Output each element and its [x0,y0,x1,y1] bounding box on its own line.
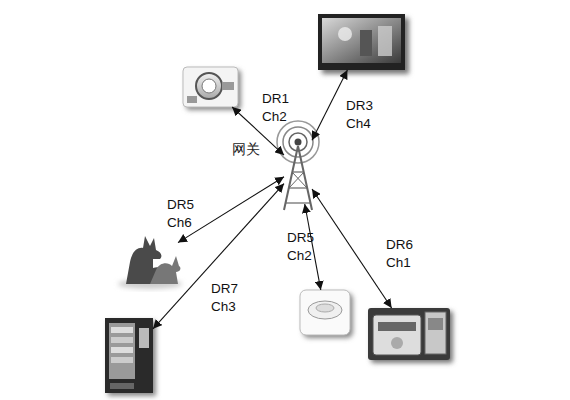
water-meter-illustration [183,67,241,110]
node-label: 网关 [232,140,260,158]
link-arrow [305,204,321,290]
water-meter-device [183,67,238,107]
smoke-detector-illustration [300,290,353,338]
electric-meter-illustration [368,308,453,363]
electric-meter-device [368,308,450,360]
dog-illustration [118,236,182,289]
link-label: DR5 Ch6 [167,196,201,232]
smoke-detector-device [300,290,350,335]
link-arrow [312,70,347,140]
vending-machine-illustration [105,318,156,396]
tv-illustration [318,14,409,74]
gateway-node: 网关 [284,132,312,204]
link-label: DR7 Ch3 [211,280,245,316]
dog-device [122,236,178,284]
tv-device [318,14,405,70]
link-label: DR1 Ch2 [262,90,296,126]
link-arrow [153,184,284,329]
link-label: DR6 Ch1 [386,236,420,272]
vending-machine-device [105,318,153,393]
link-arrow [312,189,392,308]
link-label: DR5 Ch2 [287,229,321,265]
link-label: DR3 Ch4 [346,97,380,133]
gateway-tower [277,121,319,210]
